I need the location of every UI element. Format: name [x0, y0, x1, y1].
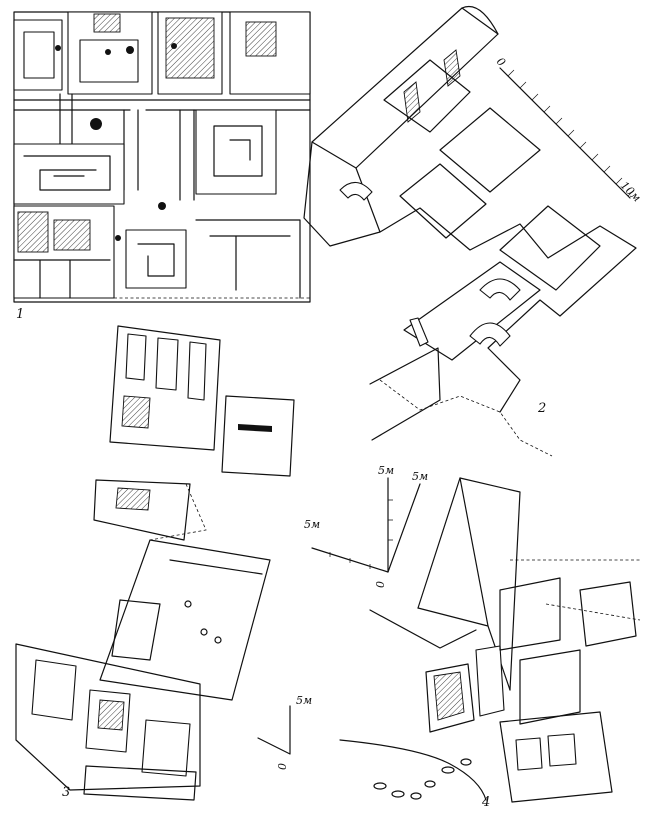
figure-1-number: 1 — [16, 307, 24, 322]
figure-4-scale-origin: 0 — [374, 581, 387, 588]
figure-3-scale-origin: 0 — [276, 763, 289, 770]
figure-2-axonometric — [303, 6, 637, 457]
figure-4-scale-z: 5м — [378, 464, 394, 477]
figure-2-number: 2 — [537, 401, 546, 416]
figure-3-number: 3 — [62, 785, 70, 800]
figure-4-axonometric — [311, 477, 641, 803]
figure-4-scale-x: 5м — [304, 518, 320, 531]
figure-4-number: 4 — [481, 795, 490, 810]
figure-2-scale-start: 0 — [494, 55, 508, 69]
figure-1-plan — [13, 11, 311, 303]
figure-4-scale-y: 5м — [412, 470, 428, 483]
figure-2-scale-end: 10м — [618, 179, 644, 205]
figure-3-axonometric — [15, 325, 295, 801]
figure-3-scale-length: 5м — [296, 694, 312, 707]
